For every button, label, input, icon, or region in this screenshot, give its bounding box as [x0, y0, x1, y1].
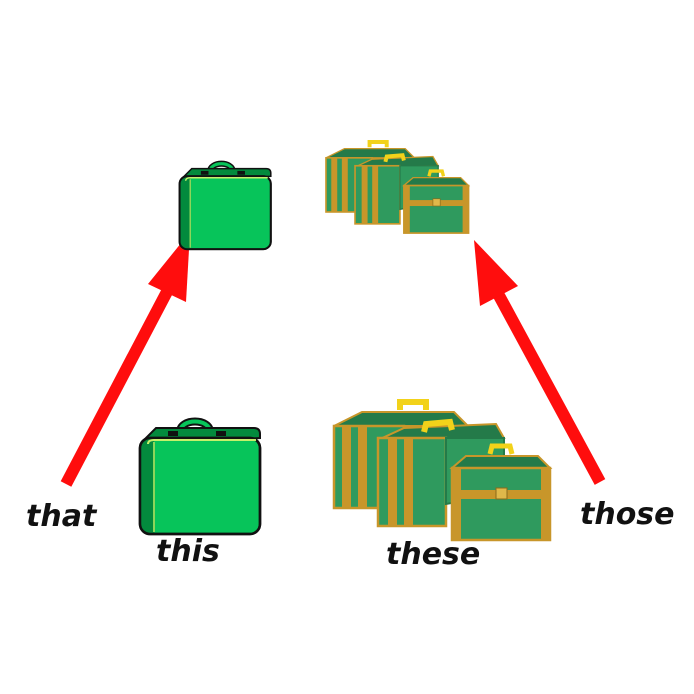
- small-suitcase-group-icon: [324, 140, 471, 236]
- green-suitcase-icon: [140, 422, 260, 535]
- arrow-left-icon: [60, 232, 190, 487]
- arrow-right-icon: [474, 240, 606, 485]
- small-green-suitcase-icon: [180, 164, 271, 250]
- suitcase-group-icon: [334, 402, 550, 540]
- label-this: this: [156, 534, 220, 569]
- label-that: that: [26, 499, 97, 534]
- label-these: these: [386, 537, 481, 572]
- label-those: those: [580, 497, 675, 532]
